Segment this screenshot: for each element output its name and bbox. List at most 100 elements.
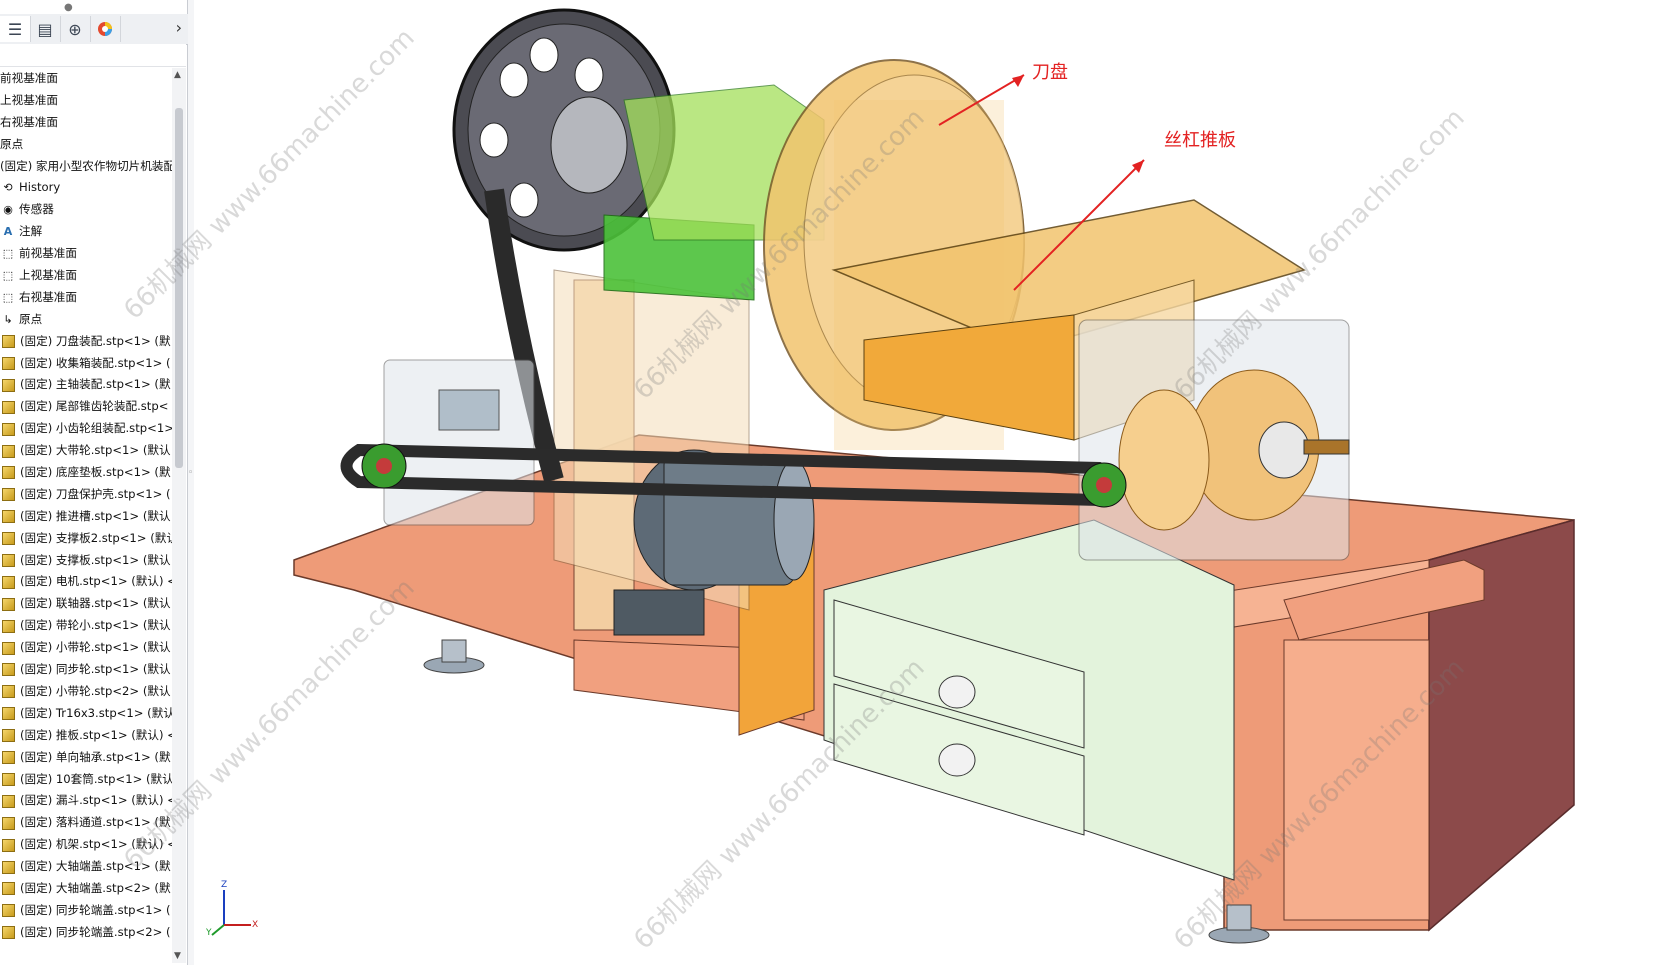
tree-item-part[interactable]: (固定) 推进槽.stp<1> (默认 <box>0 506 172 528</box>
tree-item-part[interactable]: (固定) 机架.stp<1> (默认) < <box>0 834 172 856</box>
tree-item-part[interactable]: (固定) 小带轮.stp<1> (默认 <box>0 637 172 659</box>
part-icon <box>2 751 15 765</box>
part-icon <box>2 357 15 371</box>
left-gearbox-housing <box>383 359 535 526</box>
splitter-grip-icon[interactable]: ◦ <box>188 468 194 478</box>
tree-item-label: (固定) 刀盘保护壳.stp<1> ( <box>20 486 171 501</box>
tree-item-part[interactable]: (固定) 刀盘装配.stp<1> (默 <box>0 331 172 353</box>
tree-item-label: (固定) 大带轮.stp<1> (默认 <box>20 443 171 458</box>
tree-item-part[interactable]: (固定) 10套筒.stp<1> (默认 <box>0 769 172 791</box>
tree-item-label: 原点 <box>19 311 43 326</box>
part-icon <box>2 575 15 589</box>
tree-item-label: (固定) 收集箱装配.stp<1> ( <box>20 355 171 370</box>
tree-item-history[interactable]: ⟲History <box>0 177 172 199</box>
part-icon <box>2 860 15 874</box>
part-icon <box>2 685 15 699</box>
tree-item-label: (固定) 推板.stp<1> (默认) < <box>20 727 172 742</box>
tree-item-part[interactable]: (固定) 收集箱装配.stp<1> ( <box>0 353 172 375</box>
tree-item-part[interactable]: (固定) 大带轮.stp<1> (默认 <box>0 440 172 462</box>
tree-item[interactable]: 右视基准面 <box>0 112 172 134</box>
tree-item-part[interactable]: (固定) 电机.stp<1> (默认) < <box>0 571 172 593</box>
tree-item-label: 右视基准面 <box>0 114 58 129</box>
large-timing-pulley <box>452 8 676 252</box>
tree-item-part[interactable]: (固定) 同步轮.stp<1> (默认 <box>0 659 172 681</box>
part-icon <box>2 772 15 786</box>
annotation-icon: A <box>3 225 13 239</box>
configuration-manager-tab-icon[interactable]: ⊕ <box>60 16 91 42</box>
chevron-right-icon[interactable]: › <box>175 18 182 37</box>
sensor-icon: ◉ <box>3 203 13 217</box>
tree-filter-input[interactable] <box>0 44 186 67</box>
tree-item-part[interactable]: (固定) 大轴端盖.stp<2> (默 <box>0 878 172 900</box>
tree-item-part[interactable]: (固定) 主轴装配.stp<1> (默 <box>0 374 172 396</box>
tree-item-label: (固定) 同步轮.stp<1> (默认 <box>20 662 171 677</box>
scroll-down-icon[interactable]: ▼ <box>174 951 181 961</box>
tree-item-assembly[interactable]: (固定) 家用小型农作物切片机装配 <box>0 156 172 178</box>
part-icon <box>2 466 15 480</box>
triad-x-label: X <box>252 920 259 930</box>
plane-icon: ⬚ <box>2 290 14 304</box>
tree-item-origin[interactable]: ↳ 原点 <box>0 309 172 331</box>
tree-item-label: (固定) 联轴器.stp<1> (默认 <box>20 596 171 611</box>
part-icon <box>2 444 15 458</box>
panel-splitter[interactable]: ◦ <box>188 0 194 965</box>
tree-item-plane[interactable]: ⬚上视基准面 <box>0 265 172 287</box>
tree-item-label: (固定) 小齿轮组装配.stp<1> <box>20 421 172 436</box>
feature-manager-tab-icon[interactable]: ☰ <box>0 16 31 42</box>
tree-item-label: 注解 <box>19 224 43 239</box>
history-icon: ⟲ <box>3 181 13 195</box>
part-icon <box>2 838 15 852</box>
tree-scrollbar[interactable]: ▲ ▼ <box>172 68 186 963</box>
tree-item-part[interactable]: (固定) 尾部锥齿轮装配.stp< <box>0 396 172 418</box>
tree-item-part[interactable]: (固定) 联轴器.stp<1> (默认 <box>0 593 172 615</box>
tree-item-label: (固定) Tr16x3.stp<1> (默认 <box>20 705 172 720</box>
tree-item-sensors[interactable]: ◉ 传感器 <box>0 199 172 221</box>
tree-item-part[interactable]: (固定) 小带轮.stp<2> (默认 <box>0 681 172 703</box>
cutter-disc-callout: 刀盘 <box>1032 62 1068 83</box>
tree-item-label: (固定) 同步轮端盖.stp<2> ( <box>20 924 171 939</box>
tree-item-part[interactable]: (固定) 落料通道.stp<1> (默 <box>0 812 172 834</box>
tree-item-part[interactable]: (固定) 推板.stp<1> (默认) < <box>0 725 172 747</box>
tree-item-plane[interactable]: ⬚前视基准面 <box>0 243 172 265</box>
feature-manager-panel: ● ☰ ▤ ⊕ › 前视基准面 上视基准面 右视基准面 原点 (固定) 家用小型… <box>0 0 188 965</box>
tree-item[interactable]: 原点 <box>0 134 172 156</box>
part-icon <box>2 641 15 655</box>
property-manager-tab-icon[interactable]: ▤ <box>30 16 61 42</box>
tree-item-part[interactable]: (固定) 底座垫板.stp<1> (默 <box>0 462 172 484</box>
tree-item-part[interactable]: (固定) 刀盘保护壳.stp<1> ( <box>0 484 172 506</box>
tree-item-annotations[interactable]: A 注解 <box>0 221 172 243</box>
tree-item-part[interactable]: (固定) 单向轴承.stp<1> (默 <box>0 747 172 769</box>
part-icon <box>2 707 15 721</box>
tree-item-part[interactable]: (固定) Tr16x3.stp<1> (默认 <box>0 703 172 725</box>
tree-item-part[interactable]: (固定) 小齿轮组装配.stp<1> <box>0 418 172 440</box>
tree-item-part[interactable]: (固定) 支撑板2.stp<1> (默认 <box>0 528 172 550</box>
tree-item-label: (固定) 家用小型农作物切片机装配 <box>0 158 172 173</box>
scroll-up-icon[interactable]: ▲ <box>174 70 181 80</box>
tree-item[interactable]: 上视基准面 <box>0 90 172 112</box>
tree-item-label: (固定) 10套筒.stp<1> (默认 <box>20 771 172 786</box>
tree-item-part[interactable]: (固定) 漏斗.stp<1> (默认) < <box>0 790 172 812</box>
tree-item-part[interactable]: (固定) 带轮小.stp<1> (默认 <box>0 615 172 637</box>
feature-tree: 前视基准面 上视基准面 右视基准面 原点 (固定) 家用小型农作物切片机装配 ⟲… <box>0 68 172 963</box>
leveling-feet <box>423 639 1270 944</box>
tree-item-part[interactable]: (固定) 同步轮端盖.stp<1> ( <box>0 900 172 922</box>
tree-item-plane[interactable]: ⬚右视基准面 <box>0 287 172 309</box>
part-icon <box>2 619 15 633</box>
origin-icon: ↳ <box>3 312 13 326</box>
tree-item-part[interactable]: (固定) 同步轮端盖.stp<2> ( <box>0 922 172 944</box>
part-icon <box>2 663 15 677</box>
tree-item-label: (固定) 底座垫板.stp<1> (默 <box>20 465 171 480</box>
display-manager-tab-icon[interactable] <box>90 16 121 42</box>
tree-item-label: (固定) 推进槽.stp<1> (默认 <box>20 508 171 523</box>
tree-item-label: 传感器 <box>19 202 54 217</box>
triad-y-label: Y <box>206 928 212 938</box>
scrollbar-thumb[interactable] <box>175 108 183 468</box>
tree-item-part[interactable]: (固定) 大轴端盖.stp<1> (默 <box>0 856 172 878</box>
screw-push-plate-callout: 丝杠推板 <box>1164 130 1236 151</box>
tree-item[interactable]: 前视基准面 <box>0 68 172 90</box>
tree-item-label: (固定) 漏斗.stp<1> (默认) < <box>20 793 172 808</box>
graphics-viewport[interactable]: 刀盘 丝杠推板 66机械网 www.66machine.com 66机械网 ww… <box>118 0 1676 965</box>
tree-item-label: (固定) 单向轴承.stp<1> (默 <box>20 749 171 764</box>
panel-tab-bar: ☰ ▤ ⊕ › <box>0 14 188 45</box>
tree-item-part[interactable]: (固定) 支撑板.stp<1> (默认 <box>0 550 172 572</box>
